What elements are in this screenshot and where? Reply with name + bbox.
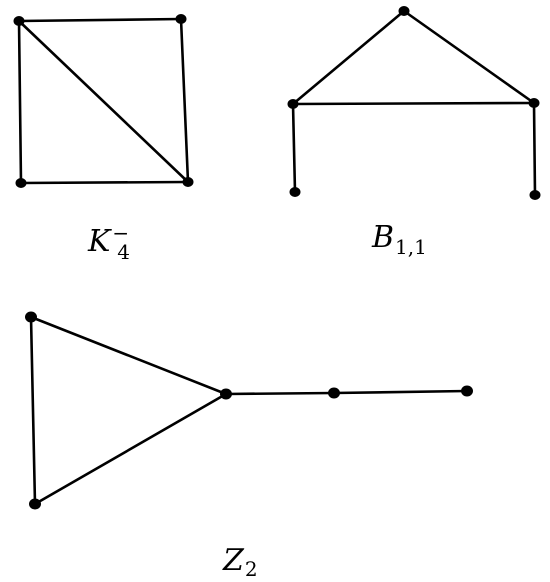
z2-label-sub: 2 — [245, 557, 258, 581]
z2-node-middle — [328, 387, 340, 399]
b11-edge-right-roof — [402, 9, 536, 105]
k4-edge-top — [17, 17, 183, 23]
b11-label-main: B — [371, 220, 394, 255]
graph-b11: B1,1 — [287, 6, 541, 259]
b11-node-left — [287, 99, 299, 109]
z2-node-junction — [220, 388, 232, 400]
b11-node-left-pendant — [289, 187, 301, 197]
b11-label: B1,1 — [371, 220, 427, 259]
graph-z2: Z2 — [25, 311, 473, 581]
b11-edge-left-leg — [291, 102, 297, 194]
k4-label-sup: − — [112, 221, 129, 245]
z2-label: Z2 — [222, 543, 258, 581]
b11-node-top — [398, 6, 410, 16]
z2-edge-tail-1 — [224, 391, 336, 396]
k4-edge-left — [17, 19, 23, 185]
k4-minus-label: K−4 — [87, 221, 130, 264]
k4-label-sub: 4 — [117, 240, 130, 264]
b11-node-right-pendant — [529, 190, 541, 200]
k4-edge-diagonal — [17, 19, 190, 184]
z2-label-main: Z — [222, 543, 245, 578]
k4-label-main: K — [87, 224, 112, 259]
b11-edge-right-leg — [532, 101, 537, 197]
k4-node-top-right — [175, 14, 187, 24]
k4-edge-bottom — [19, 180, 190, 185]
b11-node-right — [528, 98, 540, 108]
k4-edge-right — [179, 17, 190, 184]
b11-edge-left-roof — [291, 9, 406, 106]
k4-node-bottom-right — [182, 177, 194, 187]
z2-node-bottom — [29, 498, 41, 510]
z2-node-top — [25, 311, 37, 323]
k4-node-bottom-left — [15, 178, 27, 188]
z2-edge-triangle-left — [29, 315, 37, 506]
k4-node-top-left — [13, 16, 25, 26]
z2-edge-triangle-top — [29, 315, 228, 396]
z2-node-end — [461, 385, 473, 397]
graph-k4-minus: K−4 — [13, 14, 194, 264]
b11-label-sub: 1,1 — [395, 235, 427, 259]
z2-edge-tail-2 — [332, 389, 469, 395]
b11-edge-base — [291, 101, 536, 106]
z2-edge-triangle-bottom — [33, 392, 228, 506]
